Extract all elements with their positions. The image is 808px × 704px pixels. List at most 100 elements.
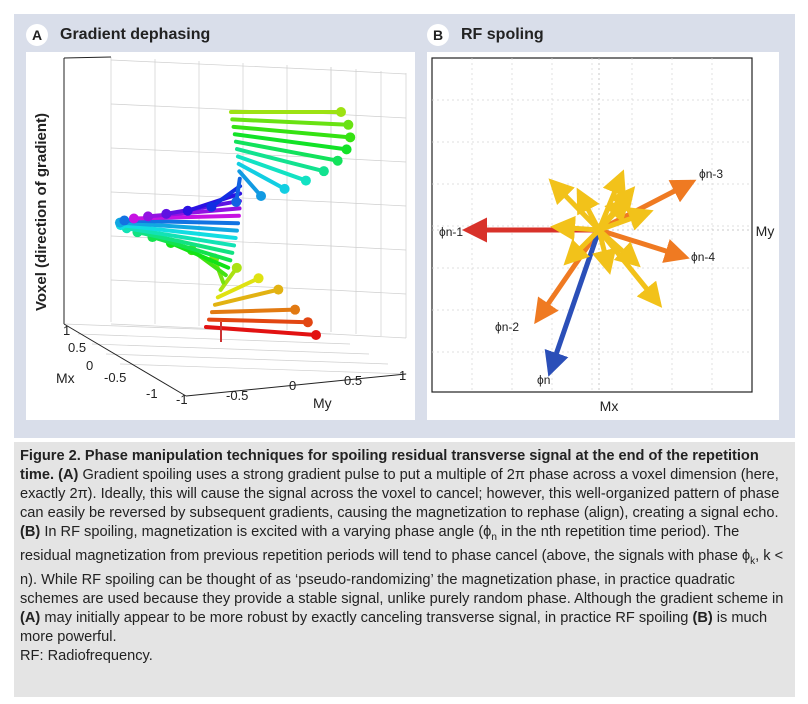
helix-arrow-shaft (233, 139, 340, 163)
helix-arrow-head (300, 175, 311, 186)
helix-arrow-head (231, 196, 242, 207)
helix-arrow-shaft (209, 184, 243, 209)
grid-line (110, 147, 332, 159)
panel-a-mx-tick: -0.5 (104, 370, 126, 385)
phase-vector-arrow (598, 207, 654, 233)
panel-a-my-tick: 1 (399, 368, 406, 383)
gradient-dephasing-plot: Voxel (direction of gradient) Mx My 1 0.… (26, 52, 415, 420)
caption-footnote: RF: Radiofrequency. (20, 647, 153, 664)
rf-spoiling-svg: My Mx ϕn-3 ϕn-1 ϕn-4 ϕn-2 ϕn (431, 57, 774, 414)
helix-arrow (230, 117, 354, 130)
helix-arrow-head (332, 155, 343, 166)
caption-part-b-4: may initially appear to be more robust b… (44, 609, 689, 626)
caption-ref-b: (B) (20, 524, 41, 540)
helix-arrow-shaft (231, 124, 353, 140)
phase-vector-arrow (592, 229, 617, 275)
grid-line (91, 343, 370, 355)
helix-arrow-head (128, 213, 139, 224)
panel-a-my-tick: 0.5 (344, 373, 362, 388)
phase-vector-arrow (544, 229, 602, 377)
panel-b-phase-label: ϕn (537, 373, 550, 387)
grid-line (330, 245, 407, 251)
helix-arrow-shaft (204, 325, 318, 337)
helix-arrow-shaft (232, 132, 349, 152)
helix-arrow-head (311, 330, 321, 340)
helix-arrow (207, 317, 313, 328)
helix-arrow-head (253, 273, 264, 284)
rf-spoiling-plot: My Mx ϕn-3 ϕn-1 ϕn-4 ϕn-2 ϕn (427, 52, 779, 420)
panel-b-header: B RF spoling (427, 24, 544, 46)
caption-sub-k: k (750, 555, 756, 567)
phase-vector-arrow (576, 187, 602, 232)
caption-sub-n: n (491, 531, 497, 543)
panel-b-phase-label: ϕn-1 (439, 225, 463, 239)
helix-arrow-shaft (124, 226, 237, 248)
panel-a-title: Gradient dephasing (60, 26, 211, 43)
helix-arrow (204, 325, 321, 340)
helix-arrow-shaft (237, 169, 264, 198)
helix-arrow-head (273, 284, 284, 295)
panel-a-my-label: My (313, 395, 332, 411)
grid-line (330, 157, 407, 163)
panel-a-my-tick: -0.5 (226, 388, 248, 403)
helix-arrow-head (279, 183, 290, 194)
panel-a-my-tick: -1 (176, 392, 188, 407)
caption-part-b-5: is much more powerful. (20, 609, 768, 645)
helix-arrow (232, 132, 352, 155)
caption-part-a: Gradient spoiling uses a strong gradient… (20, 467, 780, 521)
helix-arrow (210, 304, 301, 315)
grid-line (330, 333, 407, 339)
helix-arrow-shaft (135, 230, 235, 255)
helix-arrow-shaft (207, 317, 310, 325)
panel-a-y-axis-label: Voxel (direction of gradient) (33, 113, 50, 311)
grid-line (119, 363, 408, 375)
helix-arrow-shaft (235, 154, 308, 183)
helix-arrow (236, 161, 290, 194)
caption-ref-a: (A) (58, 467, 79, 483)
helix-arrow (231, 176, 242, 207)
helix-arrow (206, 184, 243, 212)
grid-line (330, 289, 407, 295)
panel-b-phase-label: ϕn-3 (699, 167, 723, 181)
grid-line (110, 59, 332, 71)
panel-a-mx-tick: -1 (146, 386, 158, 401)
helix-arrow (215, 273, 264, 300)
caption-ref-a-2: (A) (20, 609, 41, 626)
grid-line (330, 201, 407, 207)
helix-arrow-head (318, 166, 329, 177)
helix-arrow-head (182, 205, 193, 216)
phase-vector-arrow (550, 215, 600, 241)
phase-vector-arrow (563, 228, 601, 266)
helix-arrow-head (345, 132, 356, 143)
helix-arrow-head (341, 144, 352, 155)
caption-part-b-3: , k < n). While RF spoiling can be thoug… (20, 547, 784, 607)
panel-b-phase-label: ϕn-4 (691, 250, 715, 264)
caption-part-b-1: In RF spoiling, magnetization is excited… (44, 524, 492, 540)
helix-arrow-shaft (122, 218, 241, 226)
helix-arrow-head (161, 208, 172, 219)
panel-a-header: A Gradient dephasing (26, 24, 210, 46)
grid-line (105, 353, 389, 365)
helix-arrow-head (143, 211, 154, 222)
phase-vector-arrow (597, 228, 641, 268)
helix-arrow-shaft (236, 161, 287, 191)
panel-b-phase-label: ϕn-2 (495, 320, 519, 334)
helix-arrow (182, 191, 243, 216)
phase-vector-arrow (597, 196, 631, 232)
helix-arrow-shaft (185, 191, 243, 213)
helix-arrow (235, 154, 311, 186)
grid-line (110, 191, 332, 203)
helix-arrow-head (256, 190, 267, 201)
helix-arrow-head (119, 215, 130, 226)
helix-arrow-shaft (150, 235, 233, 263)
my-axis (185, 373, 407, 397)
helix-arrow-shaft (210, 307, 298, 315)
panel-a-badge: A (26, 24, 48, 46)
box-edge (63, 56, 112, 59)
helix-arrow-head (290, 304, 301, 315)
helix-arrow (212, 284, 284, 307)
caption-background (14, 442, 795, 697)
phase-vector-arrow (548, 178, 601, 232)
helix-arrow (233, 139, 343, 166)
mx-axis (63, 323, 187, 397)
